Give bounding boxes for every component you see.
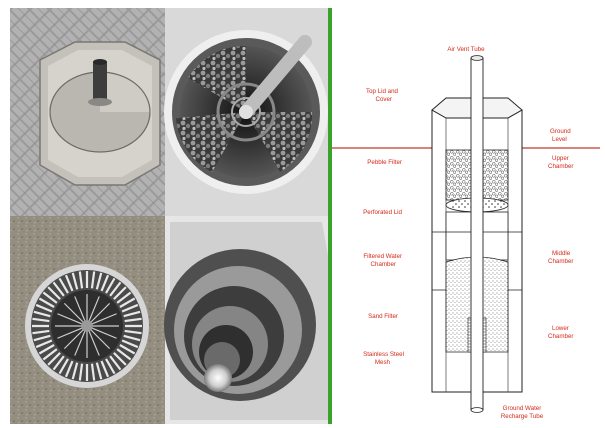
label-upper-chamber-2: Chamber <box>548 163 573 170</box>
label-ground-level-2: Level <box>552 136 567 143</box>
label-pebble-filter: Pebble Filter <box>367 159 402 166</box>
label-top-lid: Top Lid and <box>366 88 399 95</box>
label-recharge-tube: Ground Water <box>503 405 542 412</box>
photo-chambers-down <box>164 216 328 424</box>
label-ground-level: Ground <box>550 128 571 135</box>
label-middle-chamber: Middle <box>552 250 571 257</box>
label-perforated-lid: Perforated Lid <box>363 209 402 216</box>
label-stainless-mesh-2: Mesh <box>375 359 391 366</box>
recharge-well-diagram: Air Vent Tube Top Lid and Cover Pebble F… <box>332 46 600 420</box>
photo-pebble-chamber <box>165 8 328 216</box>
label-filtered-water-2: Chamber <box>371 261 396 268</box>
label-lower-chamber: Lower <box>552 325 569 332</box>
label-filtered-water: Filtered Water <box>363 253 402 260</box>
photo-perforated-lid <box>10 216 165 424</box>
label-stainless-mesh: Stainless Steel <box>363 351 404 358</box>
label-recharge-tube-2: Recharge Tube <box>501 413 544 420</box>
photo-lid-cover <box>10 8 165 216</box>
label-sand-filter: Sand Filter <box>368 313 398 320</box>
label-top-lid-2: Cover <box>375 96 392 103</box>
label-middle-chamber-2: Chamber <box>548 258 573 265</box>
accent-divider <box>328 8 332 424</box>
label-air-vent-tube: Air Vent Tube <box>447 46 485 53</box>
label-upper-chamber: Upper <box>552 155 569 162</box>
label-lower-chamber-2: Chamber <box>548 333 573 340</box>
